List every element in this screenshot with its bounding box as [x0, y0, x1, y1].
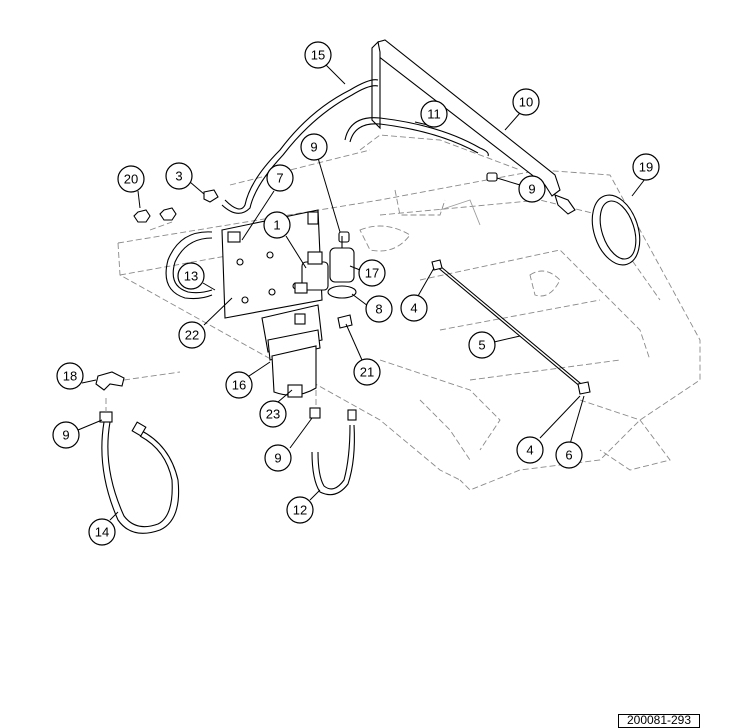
svg-text:9: 9 [62, 428, 69, 443]
callout-18: 18 [56, 362, 84, 390]
part-9-clamp [486, 172, 498, 182]
part-16-separator [261, 304, 323, 398]
callout-10: 10 [512, 88, 540, 116]
svg-text:19: 19 [639, 160, 653, 175]
svg-text:9: 9 [274, 451, 281, 466]
part-21-bolt [337, 314, 353, 329]
callout-6: 6 [555, 441, 583, 469]
callout-4: 4 [516, 436, 544, 464]
callout-9: 9 [52, 421, 80, 449]
callout-1: 1 [263, 211, 291, 239]
part-10-strap [371, 39, 576, 215]
svg-text:4: 4 [410, 301, 417, 316]
callout-4: 4 [400, 294, 428, 322]
svg-text:4: 4 [526, 443, 533, 458]
svg-text:15: 15 [311, 48, 325, 63]
callout-11: 11 [420, 100, 448, 128]
svg-text:10: 10 [519, 95, 533, 110]
part-13-fuel-line [165, 231, 213, 300]
callout-balloons: 15 10 11 9 9 19 20 3 7 1 17 13 8 4 22 5 … [52, 41, 660, 546]
part-18-elbow [95, 371, 125, 391]
callout-20: 20 [117, 165, 145, 193]
part-5-rod [431, 259, 591, 395]
svg-text:17: 17 [365, 266, 379, 281]
callout-13: 13 [177, 262, 205, 290]
svg-text:9: 9 [528, 182, 535, 197]
svg-text:23: 23 [266, 407, 280, 422]
callout-23: 23 [259, 400, 287, 428]
svg-text:1: 1 [273, 218, 280, 233]
part-18-leader-phantom [123, 371, 181, 381]
part-9-clamp [338, 231, 350, 243]
callout-3: 3 [165, 162, 193, 190]
callout-9: 9 [264, 444, 292, 472]
callout-5: 5 [468, 331, 496, 359]
callout-9: 9 [518, 175, 546, 203]
callout-21: 21 [353, 358, 381, 386]
callout-12: 12 [286, 496, 314, 524]
callout-15: 15 [304, 41, 332, 69]
part-20-nut [133, 209, 151, 223]
svg-text:9: 9 [310, 140, 317, 155]
part-11-fuel-line-inner [349, 123, 479, 154]
part-12-fuel-line [309, 407, 357, 496]
callout-7: 7 [266, 164, 294, 192]
callout-22: 22 [178, 321, 206, 349]
callout-9: 9 [300, 133, 328, 161]
svg-text:12: 12 [293, 503, 307, 518]
svg-text:13: 13 [184, 269, 198, 284]
svg-text:16: 16 [232, 378, 246, 393]
svg-text:22: 22 [185, 328, 199, 343]
part-14-fuel-line [99, 411, 180, 534]
part-11-fuel-line [344, 117, 489, 157]
svg-text:20: 20 [124, 172, 138, 187]
svg-text:5: 5 [478, 338, 485, 353]
part-15-fuel-line-inner [221, 85, 379, 214]
svg-text:8: 8 [375, 302, 382, 317]
leader-lines [77, 64, 646, 521]
part-15-fuel-line [224, 79, 379, 210]
part-1-fuel-pump [294, 251, 329, 294]
svg-text:7: 7 [276, 171, 283, 186]
svg-text:11: 11 [427, 107, 441, 122]
callout-14: 14 [88, 518, 116, 546]
svg-text:18: 18 [63, 369, 77, 384]
svg-text:14: 14 [95, 525, 109, 540]
drawing-number: 200081-293 [626, 713, 692, 727]
callout-8: 8 [365, 295, 393, 323]
part-13-fuel-line-inner [172, 237, 213, 294]
svg-text:6: 6 [565, 448, 572, 463]
callout-19: 19 [632, 153, 660, 181]
part-17-fuel-filter [327, 236, 357, 299]
drawing-number-box: 200081-293 [618, 713, 700, 728]
connector-phantom [149, 221, 173, 231]
part-3-fitting [203, 189, 219, 203]
part-20-washer [159, 207, 177, 221]
svg-text:3: 3 [175, 169, 182, 184]
part-19-ring [591, 194, 641, 266]
callout-16: 16 [225, 371, 253, 399]
callout-17: 17 [358, 259, 386, 287]
svg-text:21: 21 [360, 365, 374, 380]
